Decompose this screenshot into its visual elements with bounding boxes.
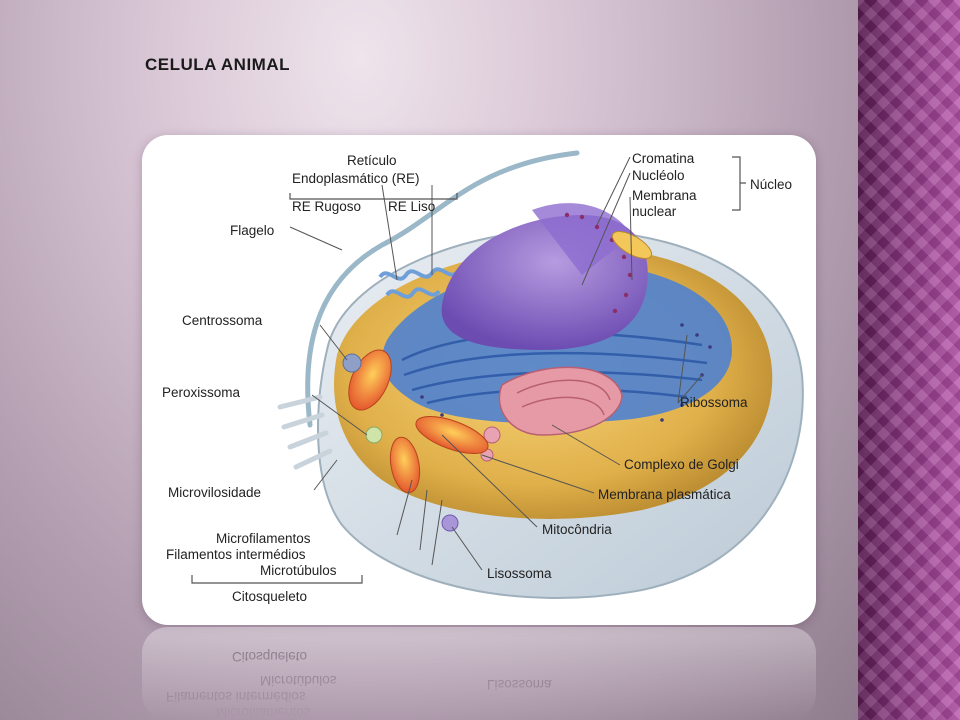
smooth-er-shape <box>378 267 460 299</box>
label-lisossoma: Lisossoma <box>487 566 552 581</box>
slide-canvas: CELULA ANIMAL <box>0 0 858 720</box>
lisossoma-shape <box>441 514 459 532</box>
label-microvilosidade: Microvilosidade <box>168 485 261 500</box>
nucleo-bracket <box>732 156 746 211</box>
re-bracket <box>289 193 458 200</box>
label-membrana: Membrana <box>632 188 697 203</box>
slide-title: CELULA ANIMAL <box>145 55 290 74</box>
label-mitocondria: Mitocôndria <box>542 522 612 537</box>
reflection-svg: Citosqueleto Microtúbulos Filamentos int… <box>142 627 816 720</box>
label-cromatina: Cromatina <box>632 151 695 166</box>
label-microfilamentos: Microfilamentos <box>216 531 311 546</box>
label-re-liso: RE Liso <box>388 199 435 214</box>
reflection-label-filamentos: Filamentos intermédios <box>166 689 306 704</box>
label-filamentos-intermedios: Filamentos intermédios <box>166 547 306 562</box>
cell-diagram-frame: Retículo Endoplasmático (RE) RE Rugoso R… <box>142 135 816 625</box>
citosqueleto-bracket <box>191 575 363 584</box>
label-peroxissoma: Peroxissoma <box>162 385 241 400</box>
diagram-reflection: Citosqueleto Microtúbulos Filamentos int… <box>142 627 816 720</box>
label-reticulo: Retículo <box>347 153 397 168</box>
label-endoplasmatico: Endoplasmático (RE) <box>292 171 420 186</box>
label-re-rugoso: RE Rugoso <box>292 199 361 214</box>
label-ribossoma: Ribossoma <box>680 395 748 410</box>
peroxissoma-shape <box>365 426 383 444</box>
chromatin-dots <box>564 212 633 314</box>
label-flagelo: Flagelo <box>230 223 274 238</box>
leader-lines <box>289 156 703 571</box>
reflection-label-microtubulos: Microtúbulos <box>260 673 337 688</box>
centrossoma-shape <box>342 353 362 373</box>
label-complexo-golgi: Complexo de Golgi <box>624 457 739 472</box>
label-nucleo: Núcleo <box>750 177 792 192</box>
label-nuclear: nuclear <box>632 204 677 219</box>
reflection-label-microfilamentos: Microfilamentos <box>216 705 311 720</box>
reflection-label-lisossoma: Lisossoma <box>487 677 552 692</box>
animal-cell-diagram: Retículo Endoplasmático (RE) RE Rugoso R… <box>162 150 804 604</box>
golgi-shape <box>498 366 623 436</box>
label-microtubulos: Microtúbulos <box>260 563 337 578</box>
label-nucleolo: Nucléolo <box>632 168 685 183</box>
label-centrossoma: Centrossoma <box>182 313 263 328</box>
flagelo-shape <box>305 150 580 428</box>
microvilosidade-shape <box>277 394 333 470</box>
decorative-side-panel <box>858 0 960 720</box>
label-citosqueleto: Citosqueleto <box>232 589 307 604</box>
reflection-label-citosqueleto: Citosqueleto <box>232 649 307 664</box>
label-membrana-plasmatica: Membrana plasmática <box>598 487 731 502</box>
